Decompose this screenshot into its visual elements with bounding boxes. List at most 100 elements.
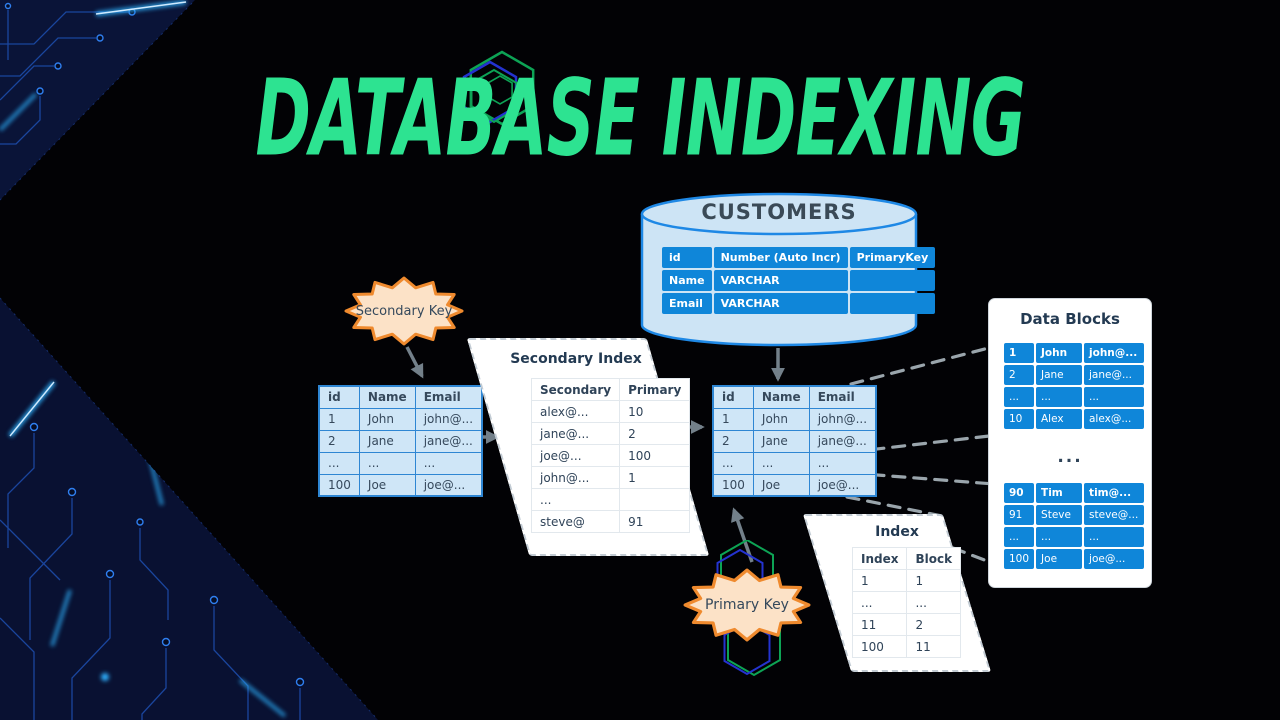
table-row: john@...1 bbox=[530, 466, 691, 489]
table-row: ...... bbox=[851, 591, 962, 614]
table-cell: joe@... bbox=[808, 473, 877, 497]
table-cell: id bbox=[662, 247, 712, 268]
table-cell: VARCHAR bbox=[713, 293, 848, 314]
table-row: jane@...2 bbox=[530, 422, 691, 445]
table-row: joe@...100 bbox=[530, 444, 691, 467]
table-cell: 100 bbox=[318, 473, 360, 497]
table-cell: alex@... bbox=[530, 400, 621, 423]
table-cell: ... bbox=[358, 451, 416, 475]
table-cell: alex@... bbox=[1084, 409, 1144, 429]
table-cell: Jane bbox=[752, 429, 810, 453]
table-cell: ... bbox=[1036, 387, 1082, 407]
primary-key-label: Primary Key bbox=[705, 597, 789, 613]
table-cell bbox=[619, 488, 691, 511]
table-cell: ... bbox=[530, 488, 621, 511]
table-cell: Alex bbox=[1036, 409, 1082, 429]
table-cell: john@... bbox=[414, 407, 483, 431]
table-cell: ... bbox=[851, 591, 908, 614]
table-cell bbox=[849, 293, 936, 314]
arrow-secondary-key-to-table bbox=[405, 346, 424, 379]
table-cell: tim@... bbox=[1084, 483, 1145, 503]
table-cell: Tim bbox=[1036, 483, 1083, 503]
table-cell: john@... bbox=[808, 407, 877, 431]
table-cell: PrimaryKey bbox=[849, 247, 936, 268]
table-cell: steve@ bbox=[530, 510, 621, 533]
data-blocks-title: Data Blocks bbox=[1020, 310, 1120, 328]
table-cell: ... bbox=[414, 451, 483, 475]
table-cell: 1 bbox=[851, 569, 908, 592]
table-row: alex@...10 bbox=[530, 400, 691, 423]
table-cell: ... bbox=[752, 451, 810, 475]
table-cell: jane@... bbox=[1084, 365, 1144, 385]
table-cell: Number (Auto Incr) bbox=[713, 247, 848, 268]
table-cell: ... bbox=[808, 451, 877, 475]
table-cell: 2 bbox=[318, 429, 360, 453]
table-cell: Email bbox=[662, 293, 712, 314]
database-name-label: CUSTOMERS bbox=[701, 200, 857, 224]
table-row: ... bbox=[530, 488, 691, 511]
column-header-cell: Email bbox=[414, 385, 483, 409]
table-cell: 1 bbox=[906, 569, 962, 592]
table-cell: 91 bbox=[1004, 505, 1035, 525]
primary-key-badge: Primary Key bbox=[683, 568, 811, 642]
table-cell: 100 bbox=[1004, 549, 1035, 569]
table-cell: john@... bbox=[530, 466, 621, 489]
table-cell: joe@... bbox=[1084, 549, 1145, 569]
starburst-icon bbox=[344, 276, 464, 346]
secondary-key-label: Secondary Key bbox=[355, 303, 453, 319]
table-row: steve@91 bbox=[530, 510, 691, 533]
dashed-link-block1 bbox=[849, 344, 998, 386]
column-header-cell: Secondary bbox=[530, 378, 621, 401]
table-cell: 100 bbox=[851, 635, 908, 658]
table-cell: 91 bbox=[619, 510, 691, 533]
table-cell: ... bbox=[1004, 387, 1034, 407]
table-cell: Joe bbox=[1036, 549, 1083, 569]
table-cell: 2 bbox=[906, 613, 962, 636]
blocks-ellipsis: ... bbox=[1057, 447, 1083, 467]
table-row: ......... bbox=[712, 451, 877, 475]
table-cell: Joe bbox=[752, 473, 810, 497]
table-cell: 1 bbox=[1004, 343, 1034, 363]
title-text: DATABASE INDEXING bbox=[255, 56, 1025, 180]
table-cell: ... bbox=[712, 451, 754, 475]
column-header-cell: Name bbox=[358, 385, 416, 409]
table-cell: John bbox=[358, 407, 416, 431]
table-cell: 1 bbox=[712, 407, 754, 431]
hexagon-logo-icon bbox=[462, 50, 535, 126]
index-title: Index bbox=[875, 524, 919, 540]
column-header-cell: Primary bbox=[619, 378, 691, 401]
table-row: ......... bbox=[1004, 527, 1145, 547]
table-cell: ... bbox=[1084, 527, 1145, 547]
table-cell bbox=[849, 270, 936, 291]
column-header-cell: Index bbox=[851, 547, 908, 570]
table-cell: John bbox=[752, 407, 810, 431]
table-cell: 2 bbox=[712, 429, 754, 453]
table-cell: Jane bbox=[1036, 365, 1082, 385]
table-cell: 90 bbox=[1004, 483, 1035, 503]
table-cell: ... bbox=[1084, 387, 1144, 407]
table-cell: steve@... bbox=[1084, 505, 1145, 525]
table-cell: VARCHAR bbox=[713, 270, 848, 291]
table-cell: 1 bbox=[619, 466, 691, 489]
